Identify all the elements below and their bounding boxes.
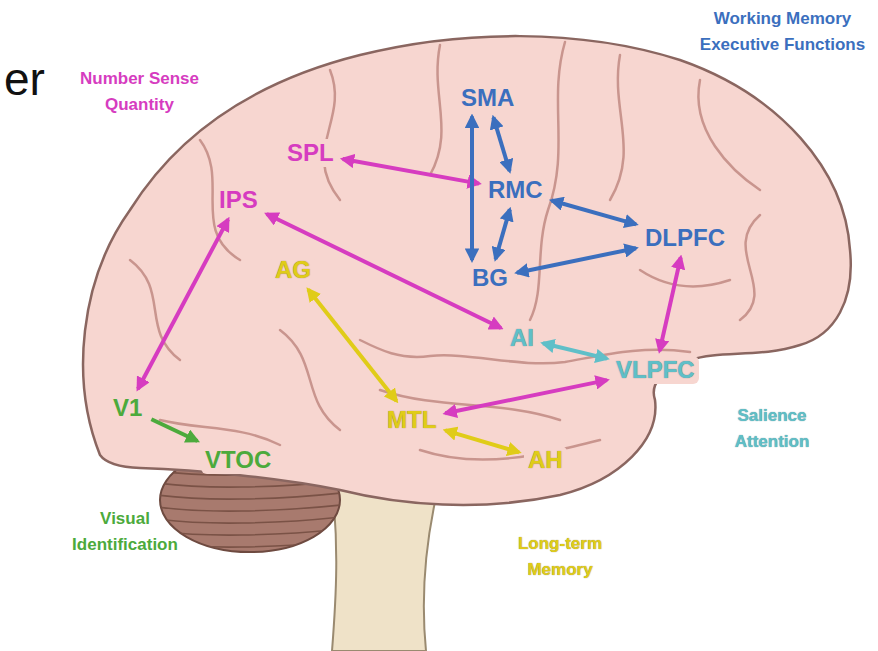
region-node: V1 bbox=[109, 394, 146, 422]
sulci bbox=[130, 42, 760, 460]
connection-arrow bbox=[151, 419, 197, 441]
connection-arrow bbox=[445, 430, 519, 452]
region-node: AH bbox=[524, 446, 567, 474]
region-abbreviation: V1 bbox=[113, 395, 142, 421]
network-label: Working Memory Executive Functions bbox=[690, 6, 875, 59]
network-label: Number Sense Quantity bbox=[72, 66, 207, 119]
region-node: IPS bbox=[215, 186, 262, 214]
region-node: MTL bbox=[383, 406, 440, 434]
connection-arrow bbox=[267, 214, 501, 328]
connection-arrow bbox=[543, 343, 607, 358]
region-node: SMA bbox=[457, 84, 518, 112]
region-abbreviation: SPL bbox=[287, 140, 334, 166]
connection-arrow bbox=[138, 219, 228, 389]
network-label: Visual Identification bbox=[50, 506, 200, 559]
region-node: AI bbox=[506, 324, 538, 352]
region-abbreviation: AI bbox=[510, 325, 534, 351]
region-abbreviation: VTOC bbox=[205, 447, 271, 473]
region-abbreviation: IPS bbox=[219, 187, 258, 213]
connection-arrow bbox=[496, 209, 510, 259]
region-node: SPL bbox=[283, 139, 338, 167]
region-node: BG bbox=[468, 264, 512, 292]
slide-title-fragment: er bbox=[4, 54, 45, 105]
region-abbreviation: MTL bbox=[387, 407, 436, 433]
connection-arrow bbox=[660, 257, 681, 351]
region-abbreviation: RMC bbox=[488, 177, 543, 203]
region-node: DLPFC bbox=[641, 224, 729, 252]
region-node: RMC bbox=[484, 176, 547, 204]
connection-arrow bbox=[470, 116, 474, 260]
connection-arrow bbox=[517, 248, 636, 273]
network-label: Long-term Memory bbox=[505, 531, 615, 584]
region-abbreviation: DLPFC bbox=[645, 225, 725, 251]
region-abbreviation: AH bbox=[528, 447, 563, 473]
region-abbreviation: AG bbox=[275, 257, 311, 283]
connection-arrow bbox=[343, 159, 479, 184]
region-node: AG bbox=[271, 256, 315, 284]
connection-arrow bbox=[493, 117, 509, 171]
connection-arrow bbox=[308, 289, 396, 401]
network-label: Salience Attention bbox=[722, 403, 822, 456]
region-node: VTOC bbox=[201, 446, 275, 474]
region-abbreviation: VLPFC bbox=[616, 357, 695, 383]
cerebrum-outline bbox=[83, 36, 851, 505]
region-abbreviation: BG bbox=[472, 265, 508, 291]
connection-arrow bbox=[445, 380, 607, 413]
connection-arrow bbox=[552, 201, 636, 225]
region-abbreviation: SMA bbox=[461, 85, 514, 111]
region-node: VLPFC bbox=[612, 356, 699, 384]
